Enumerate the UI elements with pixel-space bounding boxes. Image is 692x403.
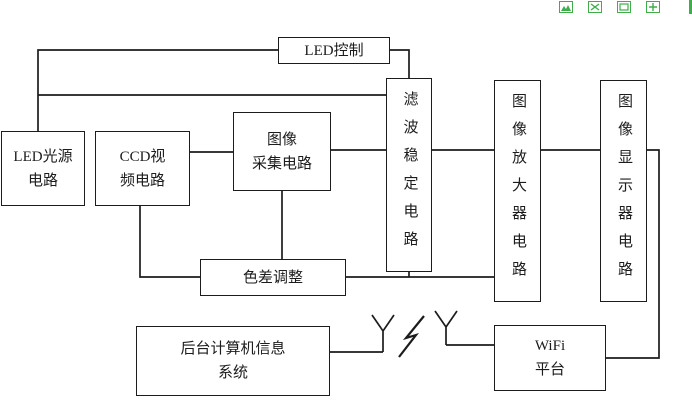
- node-backend-computer-label: 后台计算机信息 系统: [180, 341, 286, 381]
- page-edge-marker: [689, 0, 692, 14]
- node-wifi-platform-label: WiFi 平台: [534, 338, 566, 378]
- wire-ccd-to-coloradjust: [139, 206, 200, 278]
- node-ccd-video-label: CCD视 频电路: [119, 148, 166, 189]
- node-led-source-label: LED光源 电路: [13, 148, 73, 189]
- image-tool-icon-2[interactable]: [588, 1, 602, 13]
- node-image-display-label: 图像显示器电路: [616, 93, 632, 289]
- antenna-right-icon: [434, 310, 458, 345]
- image-tool-icon-1[interactable]: [559, 1, 573, 13]
- lightning-bolt-icon: [398, 315, 425, 358]
- node-led-control-label: LED控制: [304, 42, 364, 59]
- wire-ledcontrol-to-ledsource: [37, 49, 278, 131]
- node-image-capture: 图像 采集电路: [233, 112, 331, 191]
- node-led-source: LED光源 电路: [1, 131, 85, 206]
- node-backend-computer: 后台计算机信息 系统: [136, 326, 330, 396]
- antenna-left-icon: [371, 314, 395, 352]
- node-color-adjust-label: 色差调整: [242, 269, 303, 286]
- node-filter-stabilizer: 滤波稳定电路: [386, 78, 432, 272]
- node-led-control: LED控制: [278, 37, 390, 64]
- node-image-amplifier-label: 图像放大器电路: [510, 93, 526, 289]
- node-color-adjust: 色差调整: [200, 259, 346, 296]
- node-image-amplifier: 图像放大器电路: [494, 80, 541, 302]
- wire-display-to-wifi: [606, 149, 660, 359]
- image-tool-icon-4[interactable]: [646, 1, 660, 13]
- wire-ledcontrol-to-filter: [390, 49, 410, 78]
- node-filter-stabilizer-label: 滤波稳定电路: [401, 91, 418, 259]
- node-image-display: 图像显示器电路: [600, 80, 647, 302]
- node-image-capture-label: 图像 采集电路: [251, 131, 312, 172]
- node-wifi-platform: WiFi 平台: [494, 325, 606, 391]
- image-tool-icon-3[interactable]: [617, 1, 631, 13]
- node-ccd-video: CCD视 频电路: [95, 131, 190, 206]
